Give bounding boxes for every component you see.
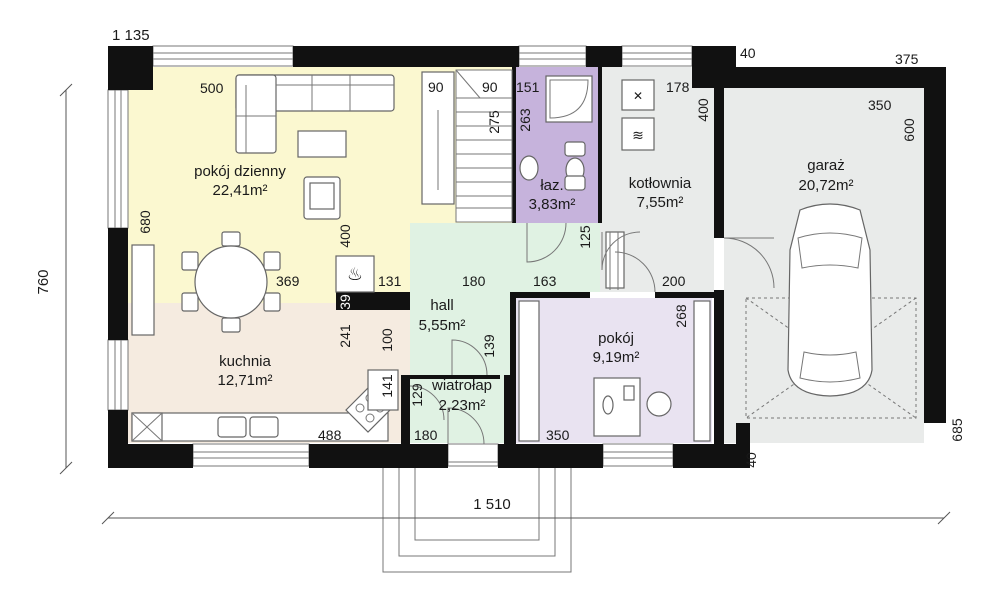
dim-131: 131 bbox=[378, 273, 402, 289]
sideboard bbox=[131, 244, 155, 336]
room-area-garaz: 20,72m² bbox=[798, 177, 853, 194]
dim-178: 178 bbox=[666, 79, 690, 95]
dimension-lines bbox=[59, 83, 951, 525]
flame-icon: ♨ bbox=[347, 264, 363, 284]
room-area-hall: 5,55m² bbox=[419, 317, 466, 334]
car-icon bbox=[745, 203, 917, 419]
coffee-table bbox=[297, 130, 347, 158]
staircase bbox=[455, 69, 513, 223]
dining-set bbox=[181, 231, 281, 333]
room-name-hall: hall bbox=[430, 297, 453, 314]
room-area-pokoj-dzienny: 22,41m² bbox=[212, 182, 267, 199]
svg-text:✕: ✕ bbox=[633, 89, 643, 103]
doors bbox=[409, 222, 775, 445]
dim-268: 268 bbox=[673, 304, 689, 328]
dim-90-a: 90 bbox=[428, 79, 444, 95]
room-name-kotlownia: kotłownia bbox=[629, 175, 692, 192]
dim-350-garaz: 350 bbox=[868, 97, 892, 113]
dim-685: 685 bbox=[949, 418, 965, 442]
dim-369: 369 bbox=[276, 273, 300, 289]
dim-680: 680 bbox=[137, 210, 153, 234]
dim-1510: 1 510 bbox=[473, 496, 511, 513]
dim-400-kotlownia: 400 bbox=[695, 98, 711, 122]
dim-129: 129 bbox=[409, 383, 425, 407]
room-name-wiatrolap: wiatrołap bbox=[431, 377, 492, 394]
room-fill-hall bbox=[410, 223, 600, 375]
dim-125: 125 bbox=[577, 225, 593, 249]
room-name-lazienka: łaz. bbox=[540, 177, 563, 194]
kitchen-counter bbox=[131, 369, 399, 442]
room-furniture bbox=[518, 300, 711, 442]
svg-text:≋: ≋ bbox=[632, 127, 644, 143]
dim-100: 100 bbox=[379, 328, 395, 352]
armchair bbox=[303, 176, 341, 220]
room-area-lazienka: 3,83m² bbox=[529, 196, 576, 213]
entrance-steps-inner bbox=[414, 461, 540, 541]
dim-180-hall: 180 bbox=[462, 273, 486, 289]
dim-39: 39 bbox=[337, 294, 353, 310]
room-fill-wiatrolap bbox=[410, 375, 510, 443]
dim-241: 241 bbox=[337, 324, 353, 348]
windows bbox=[107, 45, 693, 467]
dim-180-wiatrolap: 180 bbox=[414, 427, 438, 443]
dim-275: 275 bbox=[486, 110, 502, 134]
walls bbox=[108, 46, 946, 468]
dim-90-b: 90 bbox=[482, 79, 498, 95]
room-name-garaz: garaż bbox=[807, 157, 845, 174]
dim-40-bottom: 40 bbox=[743, 452, 759, 468]
dim-151: 151 bbox=[516, 79, 540, 95]
dim-139: 139 bbox=[481, 334, 497, 358]
dim-600: 600 bbox=[901, 118, 917, 142]
dim-1135: 1 135 bbox=[112, 27, 150, 44]
dim-40-top: 40 bbox=[740, 45, 756, 61]
room-name-pokoj-dzienny: pokój dzienny bbox=[194, 163, 286, 180]
dim-500: 500 bbox=[200, 80, 224, 96]
bathroom-fixtures bbox=[519, 75, 593, 191]
dim-760: 760 bbox=[35, 269, 52, 294]
dim-350-pokoj: 350 bbox=[546, 427, 570, 443]
dim-400-living: 400 bbox=[337, 224, 353, 248]
room-area-wiatrolap: 2,23m² bbox=[439, 397, 486, 414]
room-name-pokoj: pokój bbox=[598, 330, 634, 347]
room-name-kuchnia: kuchnia bbox=[219, 353, 271, 370]
dim-200: 200 bbox=[662, 273, 686, 289]
dim-141: 141 bbox=[379, 374, 395, 398]
room-area-kuchnia: 12,71m² bbox=[217, 372, 272, 389]
room-area-pokoj: 9,19m² bbox=[593, 349, 640, 366]
room-area-kotlownia: 7,55m² bbox=[637, 194, 684, 211]
fireplace: ♨ bbox=[335, 255, 375, 293]
dim-163: 163 bbox=[533, 273, 557, 289]
dim-375: 375 bbox=[895, 51, 919, 67]
sofa bbox=[235, 74, 395, 154]
dim-263: 263 bbox=[517, 108, 533, 132]
dim-488: 488 bbox=[318, 427, 342, 443]
